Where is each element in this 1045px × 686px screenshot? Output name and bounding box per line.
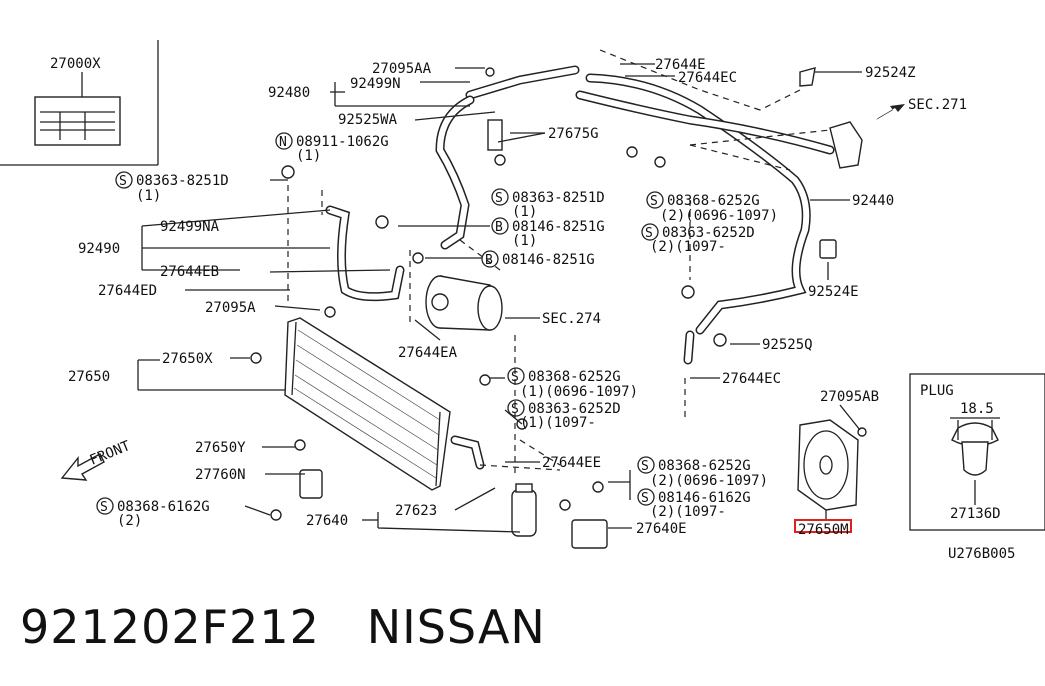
- pipes: [325, 65, 835, 470]
- label-27650: 27650: [68, 369, 110, 385]
- label-08363-d: 08363-6252D: [528, 401, 621, 417]
- svg-text:B: B: [495, 220, 503, 235]
- label-27640: 27640: [306, 513, 348, 529]
- label-92480: 92480: [268, 85, 310, 101]
- svg-text:N: N: [279, 135, 287, 150]
- receiver-drier: [511, 483, 537, 537]
- brand: NISSAN: [366, 600, 546, 654]
- label-27623: 27623: [395, 503, 437, 519]
- label-27650M: 27650M: [798, 522, 849, 538]
- label-27644EA: 27644EA: [398, 345, 458, 361]
- condenser: [284, 317, 451, 491]
- label-08363-c: 08363-6252D: [662, 225, 755, 241]
- label-92499N: 92499N: [350, 76, 401, 92]
- label-08368-b: 08368-6252G: [528, 369, 621, 385]
- svg-text:S: S: [119, 174, 127, 189]
- label-08368-a-qty: (2)(0696-1097): [660, 208, 778, 224]
- label-sec274: SEC.274: [542, 311, 601, 327]
- label-08363-a-qty: (1): [136, 188, 161, 204]
- label-27644E: 27644E: [655, 57, 706, 73]
- label-08368-a: 08368-6252G: [667, 193, 760, 209]
- label-92524Z: 92524Z: [865, 65, 916, 81]
- label-08146-a-qty: (1): [512, 233, 537, 249]
- label-08363-b: 08363-8251D: [512, 190, 605, 206]
- svg-text:S: S: [641, 491, 649, 506]
- svg-text:S: S: [495, 191, 503, 206]
- svg-text:S: S: [100, 500, 108, 515]
- label-92524E: 92524E: [808, 284, 859, 300]
- label-27675G: 27675G: [548, 126, 599, 142]
- svg-text:S: S: [641, 459, 649, 474]
- label-08368-c: 08368-6162G: [117, 499, 210, 515]
- label-27644EC: 27644EC: [678, 70, 737, 86]
- label-08146-a: 08146-8251G: [512, 219, 605, 235]
- label-sec271: SEC.271: [908, 97, 967, 113]
- label-27095A: 27095A: [205, 300, 256, 316]
- dashed-lines: [287, 49, 831, 475]
- arrow-front: [60, 453, 105, 481]
- svg-text:S: S: [511, 402, 519, 417]
- label-08363-c-qty: (2)(1097-: [650, 239, 726, 255]
- part-labels: 27000X 27095AA 92499N 92480 92525WA 0891…: [50, 56, 1015, 562]
- label-27644EC-2: 27644EC: [722, 371, 781, 387]
- highlight-box: [794, 519, 852, 533]
- label-08911: 08911-1062G: [296, 134, 389, 150]
- label-08368-d-qty: (2)(0696-1097): [650, 473, 768, 489]
- small-parts: [250, 67, 867, 549]
- label-08363-a: 08363-8251D: [136, 173, 229, 189]
- svg-text:S: S: [645, 226, 653, 241]
- label-27095AA: 27095AA: [372, 61, 432, 77]
- compressor: [425, 275, 503, 331]
- label-92490: 92490: [78, 241, 120, 257]
- label-27644EB: 27644EB: [160, 264, 219, 280]
- arrow-sec271: [876, 104, 905, 120]
- label-08368-c-qty: (2): [117, 513, 142, 529]
- label-92440: 92440: [852, 193, 894, 209]
- svg-text:B: B: [485, 253, 493, 268]
- label-08363-d-qty: (1)(1097-: [520, 415, 596, 431]
- plug-part: 27136D: [950, 506, 1001, 522]
- diagram-code: U276B005: [948, 546, 1015, 562]
- label-27760N: 27760N: [195, 467, 246, 483]
- label-08368-b-qty: (1)(0696-1097): [520, 384, 638, 400]
- svg-text:S: S: [511, 370, 519, 385]
- label-08363-b-qty: (1): [512, 204, 537, 220]
- plug-box: [909, 373, 1045, 531]
- label-92499NA: 92499NA: [160, 219, 220, 235]
- label-08146-c: 08146-6162G: [658, 490, 751, 506]
- label-92525Q: 92525Q: [762, 337, 813, 353]
- svg-text:S: S: [650, 194, 658, 209]
- label-27640E: 27640E: [636, 521, 687, 537]
- label-27644ED: 27644ED: [98, 283, 157, 299]
- front-label: FRONT: [88, 438, 134, 469]
- part-number: 921202F212: [20, 600, 320, 654]
- caption: 921202F212 NISSAN: [20, 600, 546, 654]
- label-27650X: 27650X: [162, 351, 213, 367]
- label-08911-qty: (1): [296, 148, 321, 164]
- label-08368-d: 08368-6252G: [658, 458, 751, 474]
- label-27095AB: 27095AB: [820, 389, 879, 405]
- fan-motor: [797, 419, 859, 511]
- plug-dimension: 18.5: [960, 401, 994, 417]
- label-92525WA: 92525WA: [338, 112, 398, 128]
- inset-title: 27000X: [50, 56, 101, 72]
- circle-markers: N S S B B S S S S S S S: [96, 132, 664, 515]
- inset-box: [0, 40, 159, 166]
- leader-lines: [137, 63, 976, 533]
- label-27644EE: 27644EE: [542, 455, 601, 471]
- label-08146-b: 08146-8251G: [502, 252, 595, 268]
- plug-title: PLUG: [920, 383, 954, 399]
- label-08146-c-qty: (2)(1097-: [650, 504, 726, 520]
- label-27650Y: 27650Y: [195, 440, 246, 456]
